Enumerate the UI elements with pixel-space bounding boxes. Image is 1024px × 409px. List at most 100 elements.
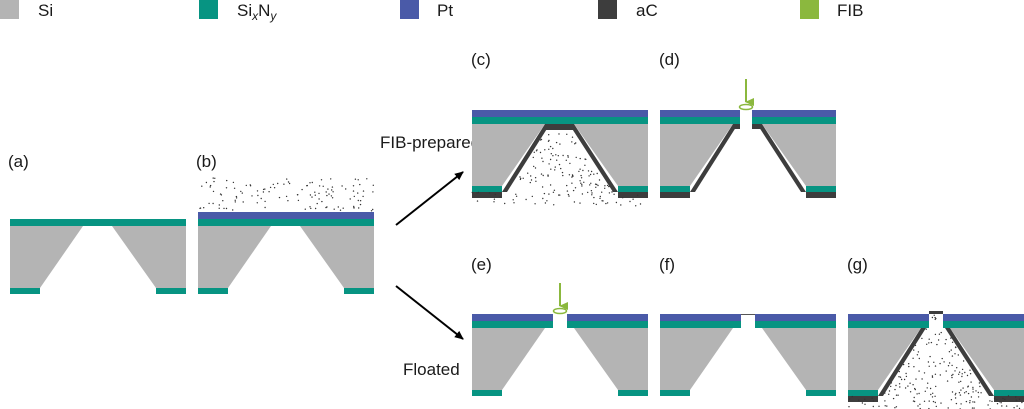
particle bbox=[608, 185, 610, 188]
ac-liner-right bbox=[945, 328, 994, 396]
particle bbox=[318, 198, 320, 200]
particle bbox=[613, 193, 615, 195]
particle bbox=[555, 154, 557, 156]
particle bbox=[872, 400, 875, 402]
particle bbox=[557, 155, 559, 157]
particle bbox=[333, 208, 335, 210]
particle bbox=[903, 378, 906, 381]
pt-layer bbox=[198, 212, 374, 219]
particle bbox=[895, 406, 898, 408]
particle bbox=[359, 203, 362, 206]
particle bbox=[530, 179, 533, 181]
particle bbox=[950, 399, 953, 401]
particle bbox=[931, 316, 934, 319]
particle bbox=[864, 403, 866, 405]
particle bbox=[970, 381, 972, 383]
particle bbox=[304, 208, 306, 210]
particle bbox=[212, 177, 214, 179]
particle bbox=[554, 169, 556, 171]
particle bbox=[573, 201, 576, 203]
particle bbox=[579, 180, 581, 182]
sin-membrane-left bbox=[660, 117, 740, 124]
particle bbox=[260, 197, 262, 200]
particle bbox=[909, 382, 911, 384]
particle bbox=[629, 200, 631, 203]
particle bbox=[574, 187, 577, 189]
particle bbox=[558, 194, 560, 196]
si-substrate-left bbox=[660, 124, 733, 186]
particle bbox=[1015, 399, 1017, 401]
particle bbox=[212, 202, 214, 205]
particle bbox=[969, 373, 972, 375]
particle bbox=[353, 205, 355, 208]
particle bbox=[339, 209, 342, 211]
particle bbox=[951, 391, 954, 393]
particle bbox=[515, 195, 518, 197]
particle bbox=[606, 184, 609, 187]
particle bbox=[925, 328, 927, 330]
particle bbox=[316, 202, 318, 205]
particle bbox=[967, 392, 970, 395]
particle bbox=[212, 190, 215, 193]
particle bbox=[939, 362, 941, 365]
particle bbox=[565, 159, 567, 161]
particle bbox=[996, 399, 998, 401]
particle bbox=[935, 405, 937, 408]
particle bbox=[890, 382, 893, 384]
particle bbox=[567, 193, 570, 196]
particle bbox=[895, 384, 897, 387]
particle bbox=[208, 202, 210, 205]
particle bbox=[934, 401, 936, 404]
particle bbox=[923, 372, 926, 374]
particle bbox=[913, 349, 915, 351]
particle bbox=[957, 354, 959, 356]
particle bbox=[219, 193, 222, 195]
particle bbox=[590, 182, 592, 184]
particle bbox=[898, 383, 901, 385]
si-substrate-left bbox=[472, 328, 545, 390]
ac-bottom-right bbox=[806, 192, 836, 198]
particle bbox=[494, 193, 497, 196]
particle bbox=[331, 186, 334, 188]
particle bbox=[553, 204, 555, 206]
pt-layer-left bbox=[660, 314, 741, 321]
particle bbox=[938, 333, 941, 335]
fib-spot-ring bbox=[552, 307, 568, 315]
particle bbox=[928, 342, 930, 344]
pt-layer bbox=[472, 110, 648, 117]
panel-d-fib-milled bbox=[660, 79, 836, 198]
particle bbox=[892, 397, 895, 400]
particle bbox=[912, 357, 914, 359]
particle bbox=[595, 203, 597, 206]
particle bbox=[945, 338, 947, 341]
particle bbox=[362, 190, 365, 192]
particle bbox=[921, 378, 923, 380]
si-substrate-right bbox=[112, 226, 186, 288]
particle bbox=[493, 198, 496, 200]
particle bbox=[548, 163, 550, 165]
particle bbox=[951, 355, 954, 357]
particle bbox=[960, 403, 962, 405]
particle bbox=[349, 198, 351, 200]
sin-membrane-right bbox=[567, 321, 648, 328]
particle bbox=[905, 372, 907, 375]
particle bbox=[973, 401, 976, 403]
particle bbox=[972, 391, 974, 393]
particle bbox=[534, 167, 537, 169]
sin-bottom-right bbox=[618, 186, 648, 192]
sin-membrane-right bbox=[943, 321, 1024, 328]
si-substrate-right bbox=[950, 328, 1024, 390]
sin-membrane bbox=[472, 117, 648, 124]
particle bbox=[927, 382, 929, 384]
particle bbox=[593, 202, 595, 205]
particle bbox=[590, 170, 593, 173]
particle bbox=[899, 376, 902, 378]
particle bbox=[620, 204, 622, 206]
particle bbox=[964, 371, 966, 374]
particle bbox=[218, 207, 220, 209]
particle bbox=[572, 189, 575, 192]
particle bbox=[235, 197, 238, 199]
particle bbox=[960, 389, 962, 391]
legend-swatch-sixny bbox=[199, 0, 218, 19]
particle bbox=[309, 182, 311, 184]
